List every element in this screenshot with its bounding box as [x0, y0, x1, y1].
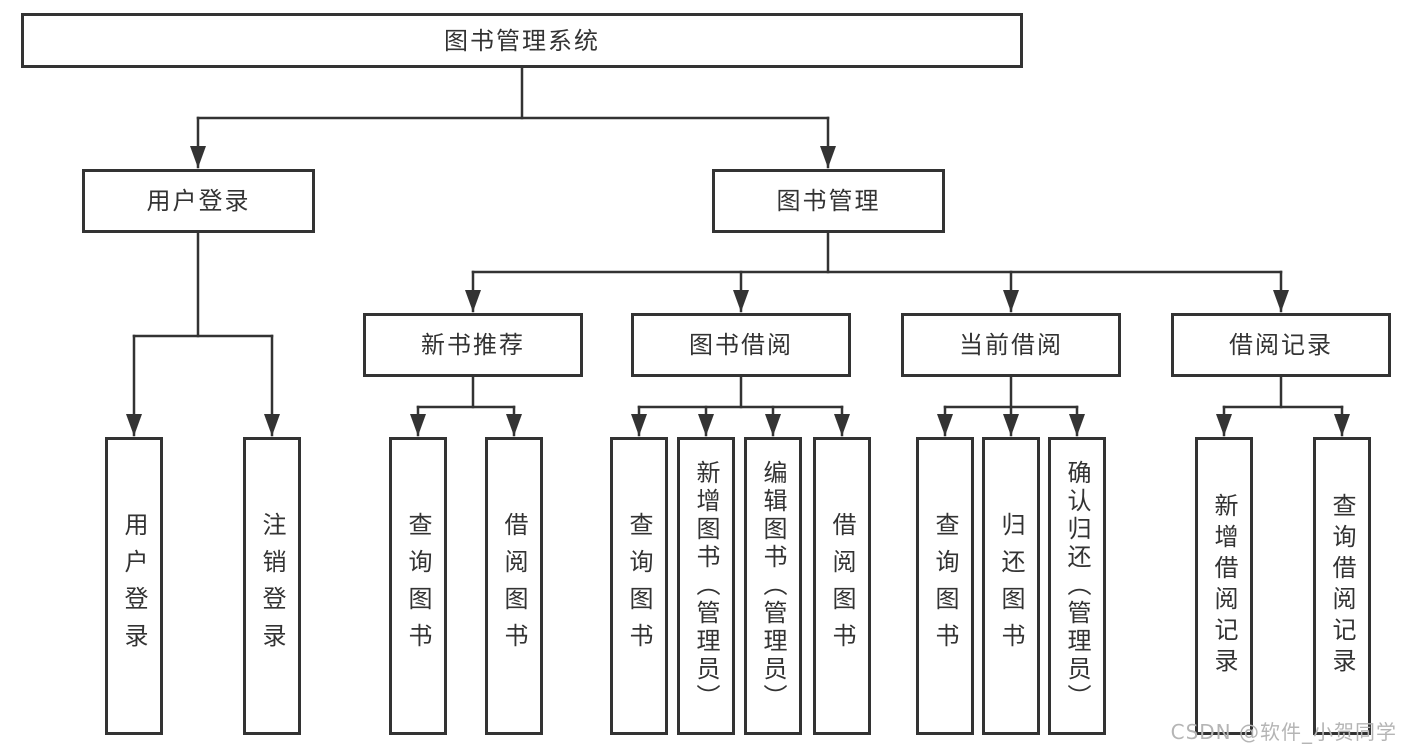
- node-label: 新增图书（管理员）: [692, 460, 720, 712]
- watermark: CSDN @软件_小贺同学: [1170, 720, 1397, 744]
- node-borrow-books-borrowing: 借阅图书: [813, 437, 871, 735]
- node-label: 借阅图书: [828, 512, 856, 660]
- node-label: 当前借阅: [959, 331, 1063, 359]
- node-edit-books-admin: 编辑图书（管理员）: [744, 437, 802, 735]
- node-label: 新书推荐: [421, 331, 525, 359]
- node-label: 借阅记录: [1229, 331, 1333, 359]
- node-query-borrow-record: 查询借阅记录: [1313, 437, 1371, 735]
- node-borrowing-records: 借阅记录: [1171, 313, 1391, 377]
- node-return-books: 归还图书: [982, 437, 1040, 735]
- node-confirm-return-admin: 确认归还（管理员）: [1048, 437, 1106, 735]
- node-current-borrowing: 当前借阅: [901, 313, 1121, 377]
- node-book-management: 图书管理: [712, 169, 945, 233]
- node-user-login: 用户登录: [82, 169, 315, 233]
- node-user-login-leaf: 用户登录: [105, 437, 163, 735]
- node-label: 注销登录: [258, 512, 286, 660]
- node-add-borrow-record: 新增借阅记录: [1195, 437, 1253, 735]
- node-logout: 注销登录: [243, 437, 301, 735]
- node-borrow-books-recommend: 借阅图书: [485, 437, 543, 735]
- node-label: 借阅图书: [500, 512, 528, 660]
- node-query-books-current: 查询图书: [916, 437, 974, 735]
- node-label: 确认归还（管理员）: [1063, 460, 1091, 712]
- node-label: 查询借阅记录: [1328, 493, 1356, 679]
- node-label: 归还图书: [997, 512, 1025, 660]
- node-label: 图书管理系统: [444, 26, 600, 55]
- node-add-books-admin: 新增图书（管理员）: [677, 437, 735, 735]
- node-label: 新增借阅记录: [1210, 493, 1238, 679]
- node-label: 查询图书: [625, 512, 653, 660]
- node-label: 用户登录: [146, 187, 251, 215]
- node-library-management-system: 图书管理系统: [21, 13, 1023, 68]
- node-label: 查询图书: [931, 512, 959, 660]
- node-book-borrowing: 图书借阅: [631, 313, 851, 377]
- node-query-books-borrowing: 查询图书: [610, 437, 668, 735]
- node-label: 编辑图书（管理员）: [759, 460, 787, 712]
- node-label: 图书借阅: [689, 331, 793, 359]
- node-query-books-recommend: 查询图书: [389, 437, 447, 735]
- node-label: 用户登录: [120, 512, 148, 660]
- node-new-book-recommend: 新书推荐: [363, 313, 583, 377]
- node-label: 图书管理: [776, 187, 881, 215]
- node-label: 查询图书: [404, 512, 432, 660]
